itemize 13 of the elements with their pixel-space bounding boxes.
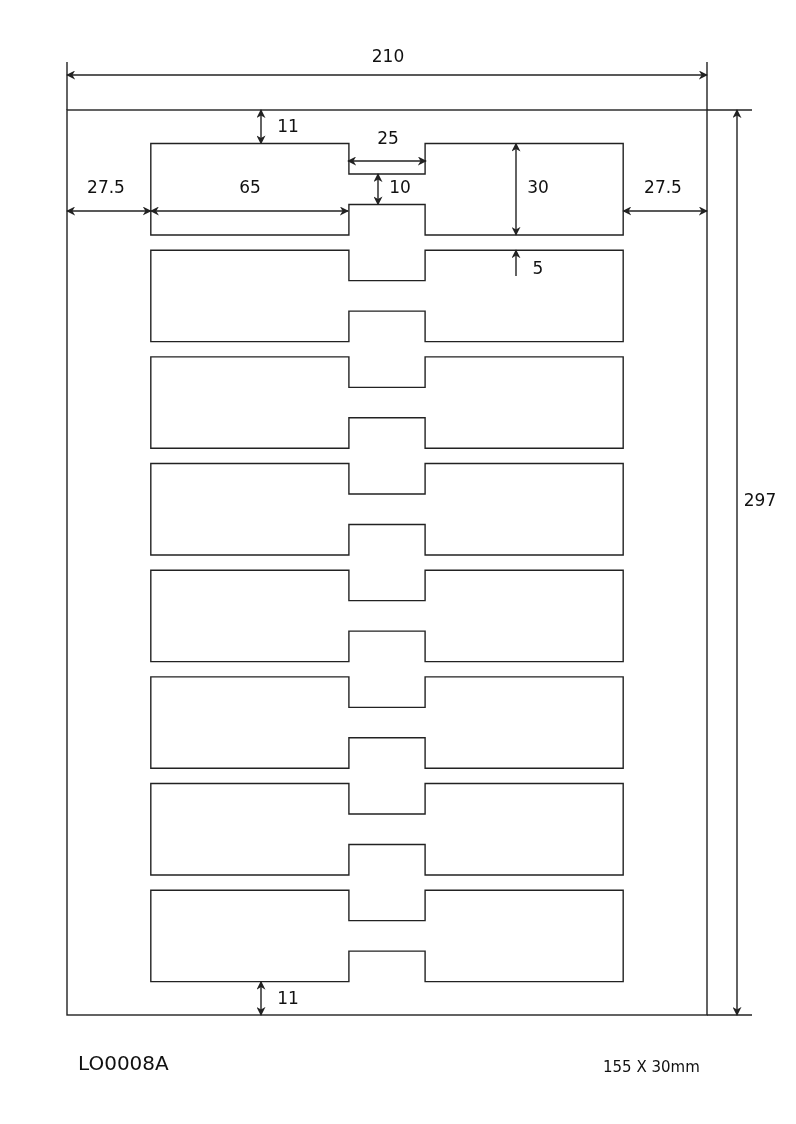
dimension-value: 210: [371, 47, 405, 65]
dimension-value: 11: [277, 989, 299, 1007]
label-size-note: 155 X 30mm: [603, 1059, 700, 1075]
dimension-value: 10: [389, 178, 411, 196]
dimension-value: 297: [743, 491, 777, 509]
dimension-value: 11: [277, 117, 299, 135]
dimension-value: 65: [239, 178, 261, 196]
dimension-value: 27.5: [87, 178, 125, 196]
dimension-value: 5: [532, 259, 544, 277]
dimension-value: 25: [377, 129, 399, 147]
template-code: LO0008A: [78, 1053, 169, 1073]
dimension-value: 30: [527, 178, 549, 196]
dimension-value: 27.5: [644, 178, 682, 196]
